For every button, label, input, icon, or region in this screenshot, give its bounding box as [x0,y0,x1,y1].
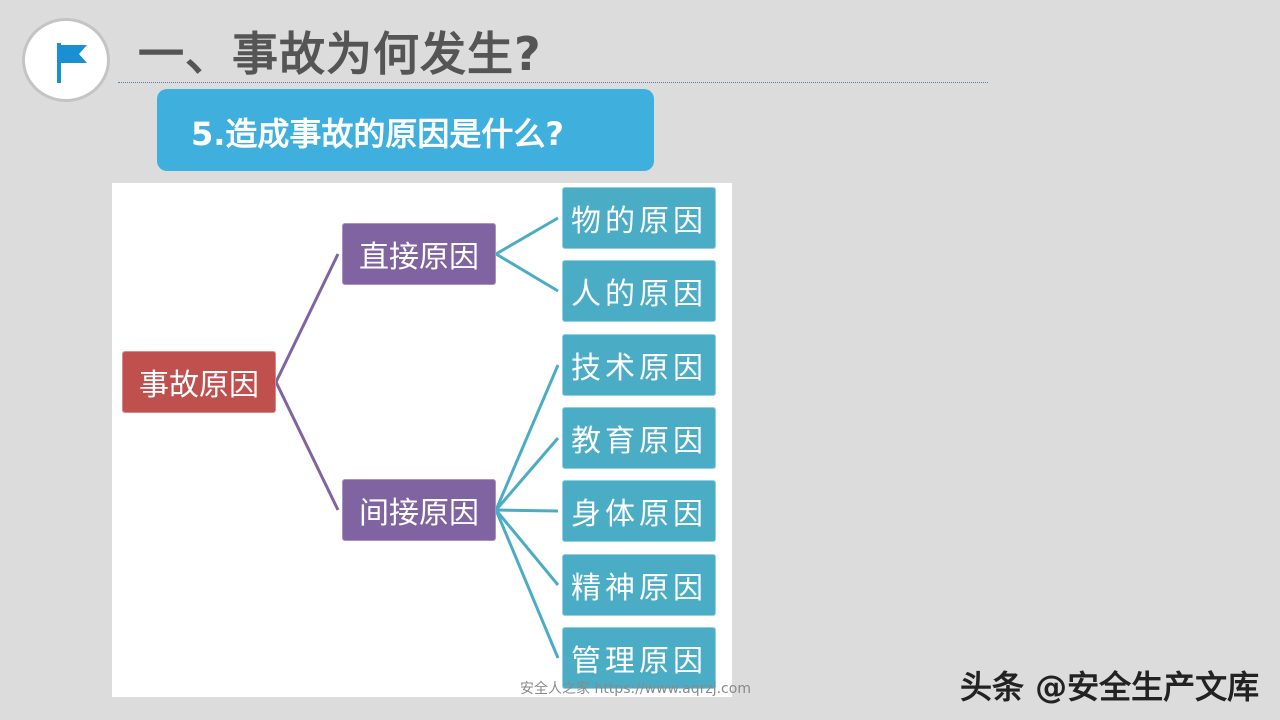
connector-root-to-branch [274,253,340,383]
branch-node-direct: 直接原因 [342,223,496,285]
connector-branch-to-leaf [495,216,559,256]
connector-branch-to-leaf [495,508,559,513]
page-title: 一、事故为何发生? [138,27,542,81]
connector-branch-to-leaf [494,364,560,511]
watermark-brand: 头条 @安全生产文库 [960,668,1260,706]
leaf-node-human: 人的原因 [562,260,716,322]
cause-tree-diagram: 事故原因 直接原因 间接原因 物的原因 人的原因 技术原因 教育原因 身体原因 … [112,183,732,697]
leaf-node-management: 管理原因 [562,627,716,689]
connector-branch-to-leaf [494,437,560,511]
title-divider [118,82,988,83]
flag-badge [22,18,110,102]
subtitle-banner: 5.造成事故的原因是什么? [157,89,654,171]
watermark-url: 安全人之家 https://www.aqrzj.com [520,681,751,697]
subtitle-text: 5.造成事故的原因是什么? [191,115,564,153]
leaf-node-mental: 精神原因 [562,554,716,616]
leaf-node-material: 物的原因 [562,187,716,249]
flag-icon [57,43,87,83]
root-node: 事故原因 [122,351,276,413]
branch-node-indirect: 间接原因 [342,479,496,541]
connector-branch-to-leaf [494,509,560,659]
leaf-node-education: 教育原因 [562,407,716,469]
leaf-node-physical: 身体原因 [562,480,716,542]
connector-branch-to-leaf [494,509,560,586]
connector-root-to-branch [274,381,340,511]
connector-layer [274,216,560,659]
connector-branch-to-leaf [495,252,559,293]
leaf-node-technical: 技术原因 [562,334,716,396]
